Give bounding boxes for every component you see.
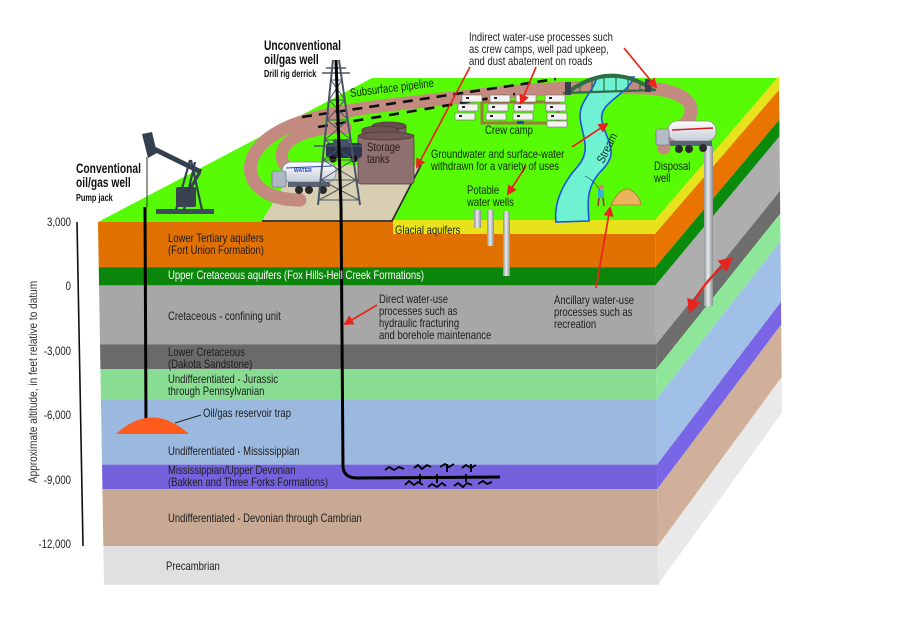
- indirect-callout-line-1: Indirect water-use processes such: [469, 30, 613, 44]
- axis-tick-label: 0: [65, 279, 71, 294]
- unconventional-well-title-2: oil/gas well: [264, 52, 319, 67]
- storage-tanks-label-2: tanks: [367, 152, 390, 166]
- axis-tick-label: -12,000: [38, 537, 71, 551]
- glacial-aquifers-label: Glacial aquifers: [395, 223, 461, 237]
- layer-front-3: [100, 344, 657, 370]
- conventional-well-title-2: oil/gas well: [76, 175, 131, 190]
- ancillary-callout-line-2: processes such as: [554, 305, 633, 319]
- land-surface: [98, 78, 779, 222]
- conventional-well-title-1: Conventional: [76, 161, 141, 176]
- block-front-faces: [98, 222, 658, 585]
- layer-side-1: [655, 119, 780, 286]
- layer-front-7: [102, 489, 658, 547]
- unconventional-wellbore: [339, 204, 501, 480]
- crew-camp-label: Crew camp: [485, 123, 533, 137]
- subsurface-pipeline: [301, 77, 557, 119]
- altitude-axis-title: Approximate altitude, in feet relative t…: [26, 280, 40, 484]
- disposal-well-casing: [704, 146, 713, 306]
- water-truck-label: WATER: [294, 168, 312, 174]
- direct-callout-line-2: processes such as: [379, 304, 458, 318]
- stream: [554, 76, 636, 223]
- layer-label-upper-cretaceous: Upper Cretaceous aquifers (Fox Hills-Hel…: [168, 268, 425, 282]
- layer-side-2: [655, 136, 781, 345]
- layer-label-lower-tertiary-2: (Fort Union Formation): [168, 243, 264, 257]
- unconventional-well-subtitle: Drill rig derrick: [264, 68, 317, 80]
- storage-tanks: [357, 121, 415, 185]
- layer-front-5: [100, 399, 658, 465]
- layer-label-devonian-cambrian: Undifferentiated - Devonian through Camb…: [168, 511, 362, 525]
- disposal-well-label-2: well: [654, 171, 671, 185]
- person-fishing-icon: [584, 175, 605, 207]
- layer-front-1: [98, 267, 656, 286]
- direct-callout-line-4: and borehole maintenance: [379, 328, 492, 342]
- layer-front-4: [100, 369, 657, 400]
- hydraulic-fractures: [384, 462, 493, 489]
- potable-well-2: [487, 210, 494, 246]
- reservoir-trap-label: Oil/gas reservoir trap: [203, 406, 291, 420]
- arrow-groundwater-stream: [571, 122, 609, 148]
- layer-label-mississippian: Undifferentiated - Mississippian: [168, 444, 300, 458]
- layer-label-precambrian: Precambrian: [166, 559, 220, 573]
- layer-side-8: [657, 377, 782, 585]
- direct-callout-line-1: Direct water-use: [379, 292, 449, 306]
- potable-wells-label-2: water wells: [467, 195, 514, 209]
- layer-label-lower-cretaceous-1: Lower Cretaceous: [168, 345, 245, 359]
- axis-tick-label: -9,000: [43, 472, 71, 487]
- conventional-wellbore: [143, 206, 148, 426]
- arrow-disposal-migration: [687, 257, 734, 314]
- unconventional-well-title-1: Unconventional: [264, 38, 341, 53]
- axis-tick-label: -3,000: [43, 343, 71, 358]
- layer-side-5: [656, 241, 782, 465]
- potable-well-1: [474, 210, 481, 228]
- indirect-callout-line-3: and dust abatement on roads: [469, 54, 593, 68]
- groundwater-callout-line-1: Groundwater and surface-water: [431, 147, 565, 161]
- pump-jack: [142, 132, 214, 214]
- arrow-indirect-roads: [623, 47, 658, 89]
- storage-tanks-label-1: Storage: [367, 140, 401, 154]
- layer-label-cretaceous-confining: Cretaceous - confining unit: [168, 309, 281, 323]
- layer-front-8: [103, 546, 658, 585]
- arrow-groundwater-wells: [506, 165, 527, 196]
- layer-label-jurassic-2: through Pennsylvanian: [168, 384, 265, 398]
- callout-arrows: [343, 47, 734, 326]
- axis-tick-label: 3,000: [46, 215, 71, 229]
- arrow-ancillary-recreation: [595, 205, 614, 289]
- layer-side-6: [657, 301, 782, 490]
- conventional-well-subtitle: Pump jack: [76, 192, 113, 204]
- ancillary-callout-line-3: recreation: [554, 317, 597, 331]
- arrow-indirect-wellpad: [416, 66, 471, 169]
- altitude-axis-line: [76, 221, 84, 547]
- reservoir-trap-leader: [174, 414, 202, 424]
- arrow-direct-wellbore: [343, 304, 378, 326]
- disposal-well-label-1: Disposal: [654, 159, 691, 173]
- arrow-indirect-crewcamp: [519, 66, 537, 105]
- drill-rig-derrick: [314, 59, 362, 207]
- glacial-aquifer-side: [655, 76, 779, 234]
- axis-tick-label: -6,000: [43, 408, 71, 423]
- tent-icon: [610, 188, 642, 206]
- layer-label-bakken-2: (Bakken and Three Forks Formations): [168, 475, 328, 489]
- layer-front-2: [99, 285, 657, 345]
- potable-wells-label-1: Potable: [467, 183, 500, 197]
- layer-label-jurassic-1: Undifferentiated - Jurassic: [168, 372, 278, 386]
- layer-label-lower-cretaceous-2: (Dakota Sandstone): [168, 357, 253, 371]
- reservoir-trap: [116, 417, 189, 434]
- access-road: [244, 80, 698, 207]
- crew-camp: [454, 94, 568, 128]
- groundwater-callout-line-2: withdrawn for a variety of uses: [431, 159, 560, 173]
- direct-callout-line-3: hydraulic fracturing: [379, 316, 460, 330]
- ancillary-callout-line-1: Ancillary water-use: [554, 293, 635, 307]
- layer-label-lower-tertiary-1: Lower Tertiary aquifers: [168, 231, 264, 245]
- glacial-aquifer-front: [393, 220, 655, 234]
- layer-side-7: [657, 324, 782, 547]
- indirect-callout-line-2: as crew camps, well pad upkeep,: [469, 42, 609, 56]
- disposal-truck: [655, 120, 717, 153]
- layer-label-bakken-1: Mississippian/Upper Devonian: [168, 463, 296, 477]
- potable-well-3: [503, 211, 510, 276]
